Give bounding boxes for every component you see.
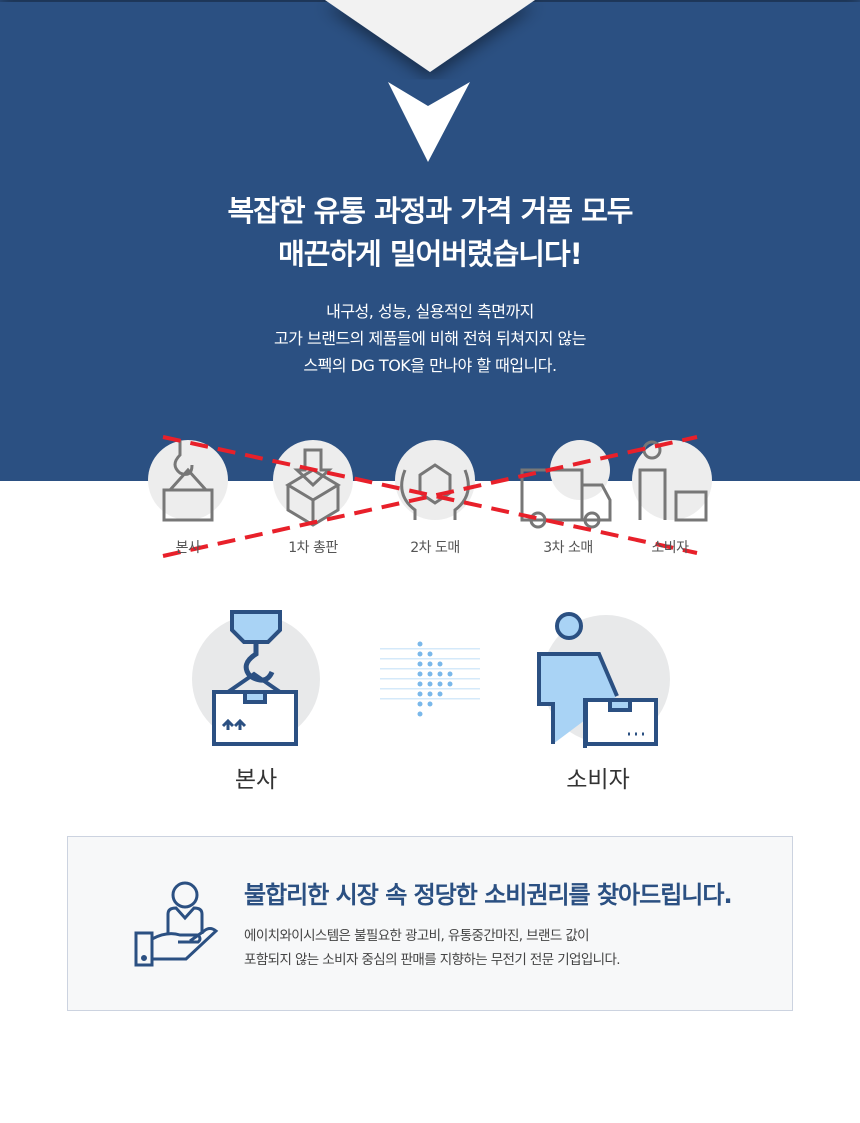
chain-label: 본사 — [175, 540, 201, 556]
arrow-right-icon — [380, 641, 480, 717]
info-box: 불합리한 시장 속 정당한 소비권리를 찾아드립니다. 에이치와이시스템은 불필… — [67, 836, 793, 1011]
chain-label: 1차 총판 — [288, 540, 338, 556]
info-title: 불합리한 시장 속 정당한 소비권리를 찾아드립니다. — [244, 881, 733, 909]
arrow-down-icon — [388, 82, 470, 162]
hand-person-icon — [134, 881, 219, 967]
crane-box-icon — [212, 610, 298, 746]
cross-out-lines — [162, 435, 698, 558]
chain-label: 3차 소매 — [543, 540, 593, 556]
chain-label: 소비자 — [651, 540, 689, 556]
chevron-decoration — [325, 0, 535, 162]
hq-label: 본사 — [234, 767, 278, 793]
hero-background — [0, 0, 860, 481]
person-box-icon — [537, 612, 658, 748]
chain-label: 2차 도매 — [410, 540, 460, 556]
paper-notch-icon — [325, 0, 535, 72]
hands-box-icon — [395, 440, 475, 520]
old-chain-drawings — [162, 440, 708, 529]
crane-box-icon — [148, 440, 228, 520]
consumer-label: 소비자 — [566, 767, 630, 793]
direct-chain-icons — [212, 610, 658, 748]
